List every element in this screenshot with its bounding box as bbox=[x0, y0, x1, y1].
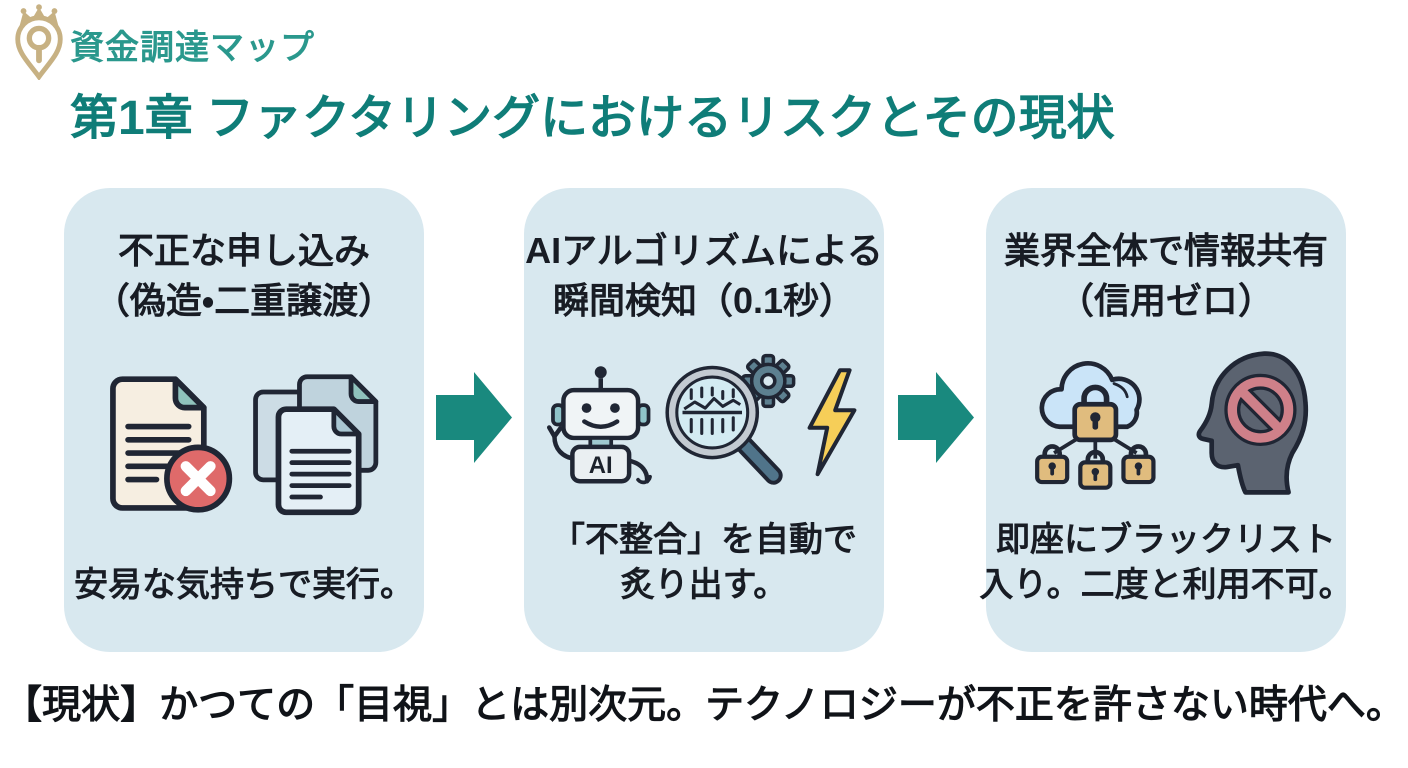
step-title-line2: （信用ゼロ） bbox=[1058, 280, 1275, 322]
step-caption: 安易な気持ちで実行。 bbox=[74, 563, 414, 608]
footer-note: 【現状】かつての「目視」とは別次元。テクノロジーが不正を許さない時代へ。 bbox=[3, 684, 1405, 727]
step-icons bbox=[94, 370, 394, 520]
step-caption-line1: 安易な気持ちで実行。 bbox=[74, 566, 414, 605]
magnifier-chart-icon bbox=[665, 353, 796, 485]
brand-text: 資金調達マップ bbox=[70, 29, 315, 67]
arrow-right-icon bbox=[436, 372, 512, 463]
brand-logo-icon bbox=[15, 4, 63, 80]
step-caption-line1: 「不整合」を自動で bbox=[551, 521, 857, 560]
lightning-icon bbox=[807, 367, 857, 476]
step-icons bbox=[1019, 348, 1313, 498]
step-title: 不正な申し込み （偽造・二重譲渡） bbox=[94, 226, 394, 327]
page-title: 第1章 ファクタリングにおけるリスクとその現状 bbox=[70, 92, 1115, 145]
step-title-line1: AIアルゴリズムによる bbox=[525, 230, 883, 271]
arrow-right-icon bbox=[898, 372, 974, 463]
step-title-line2: 瞬間検知（0.1秒） bbox=[552, 280, 856, 322]
blacklist-head-icon bbox=[1196, 350, 1309, 495]
cloud-locks-icon bbox=[1035, 360, 1156, 490]
document-error-icon bbox=[110, 376, 233, 513]
step-card-fraud-application: 不正な申し込み （偽造・二重譲渡） bbox=[64, 188, 424, 652]
robot-ai-label: AI bbox=[589, 452, 613, 479]
step-caption: 即座にブラックリスト 入り。二度と利用不可。 bbox=[979, 518, 1352, 608]
documents-stack-icon bbox=[253, 374, 379, 516]
step-title: 業界全体で情報共有 （信用ゼロ） bbox=[1004, 226, 1328, 327]
step-caption-line2: 入り。二度と利用不可。 bbox=[979, 566, 1353, 605]
ai-robot-icon: AI bbox=[546, 365, 652, 484]
step-title-line1: 業界全体で情報共有 bbox=[1004, 230, 1329, 271]
step-title-line1: 不正な申し込み bbox=[117, 230, 370, 271]
step-card-blacklist: 業界全体で情報共有 （信用ゼロ） bbox=[979, 188, 1353, 652]
step-caption-line2: 炙り出す。 bbox=[620, 566, 788, 605]
step-caption: 「不整合」を自動で 炙り出す。 bbox=[551, 518, 857, 608]
step-title: AIアルゴリズムによる 瞬間検知（0.1秒） bbox=[525, 226, 883, 327]
step-title-line2: （偽造・二重譲渡） bbox=[93, 280, 395, 322]
step-icons: AI bbox=[544, 349, 864, 497]
step-card-ai-detection: AIアルゴリズムによる 瞬間検知（0.1秒） AI bbox=[524, 188, 884, 652]
step-caption-line1: 即座にブラックリスト bbox=[996, 521, 1336, 560]
